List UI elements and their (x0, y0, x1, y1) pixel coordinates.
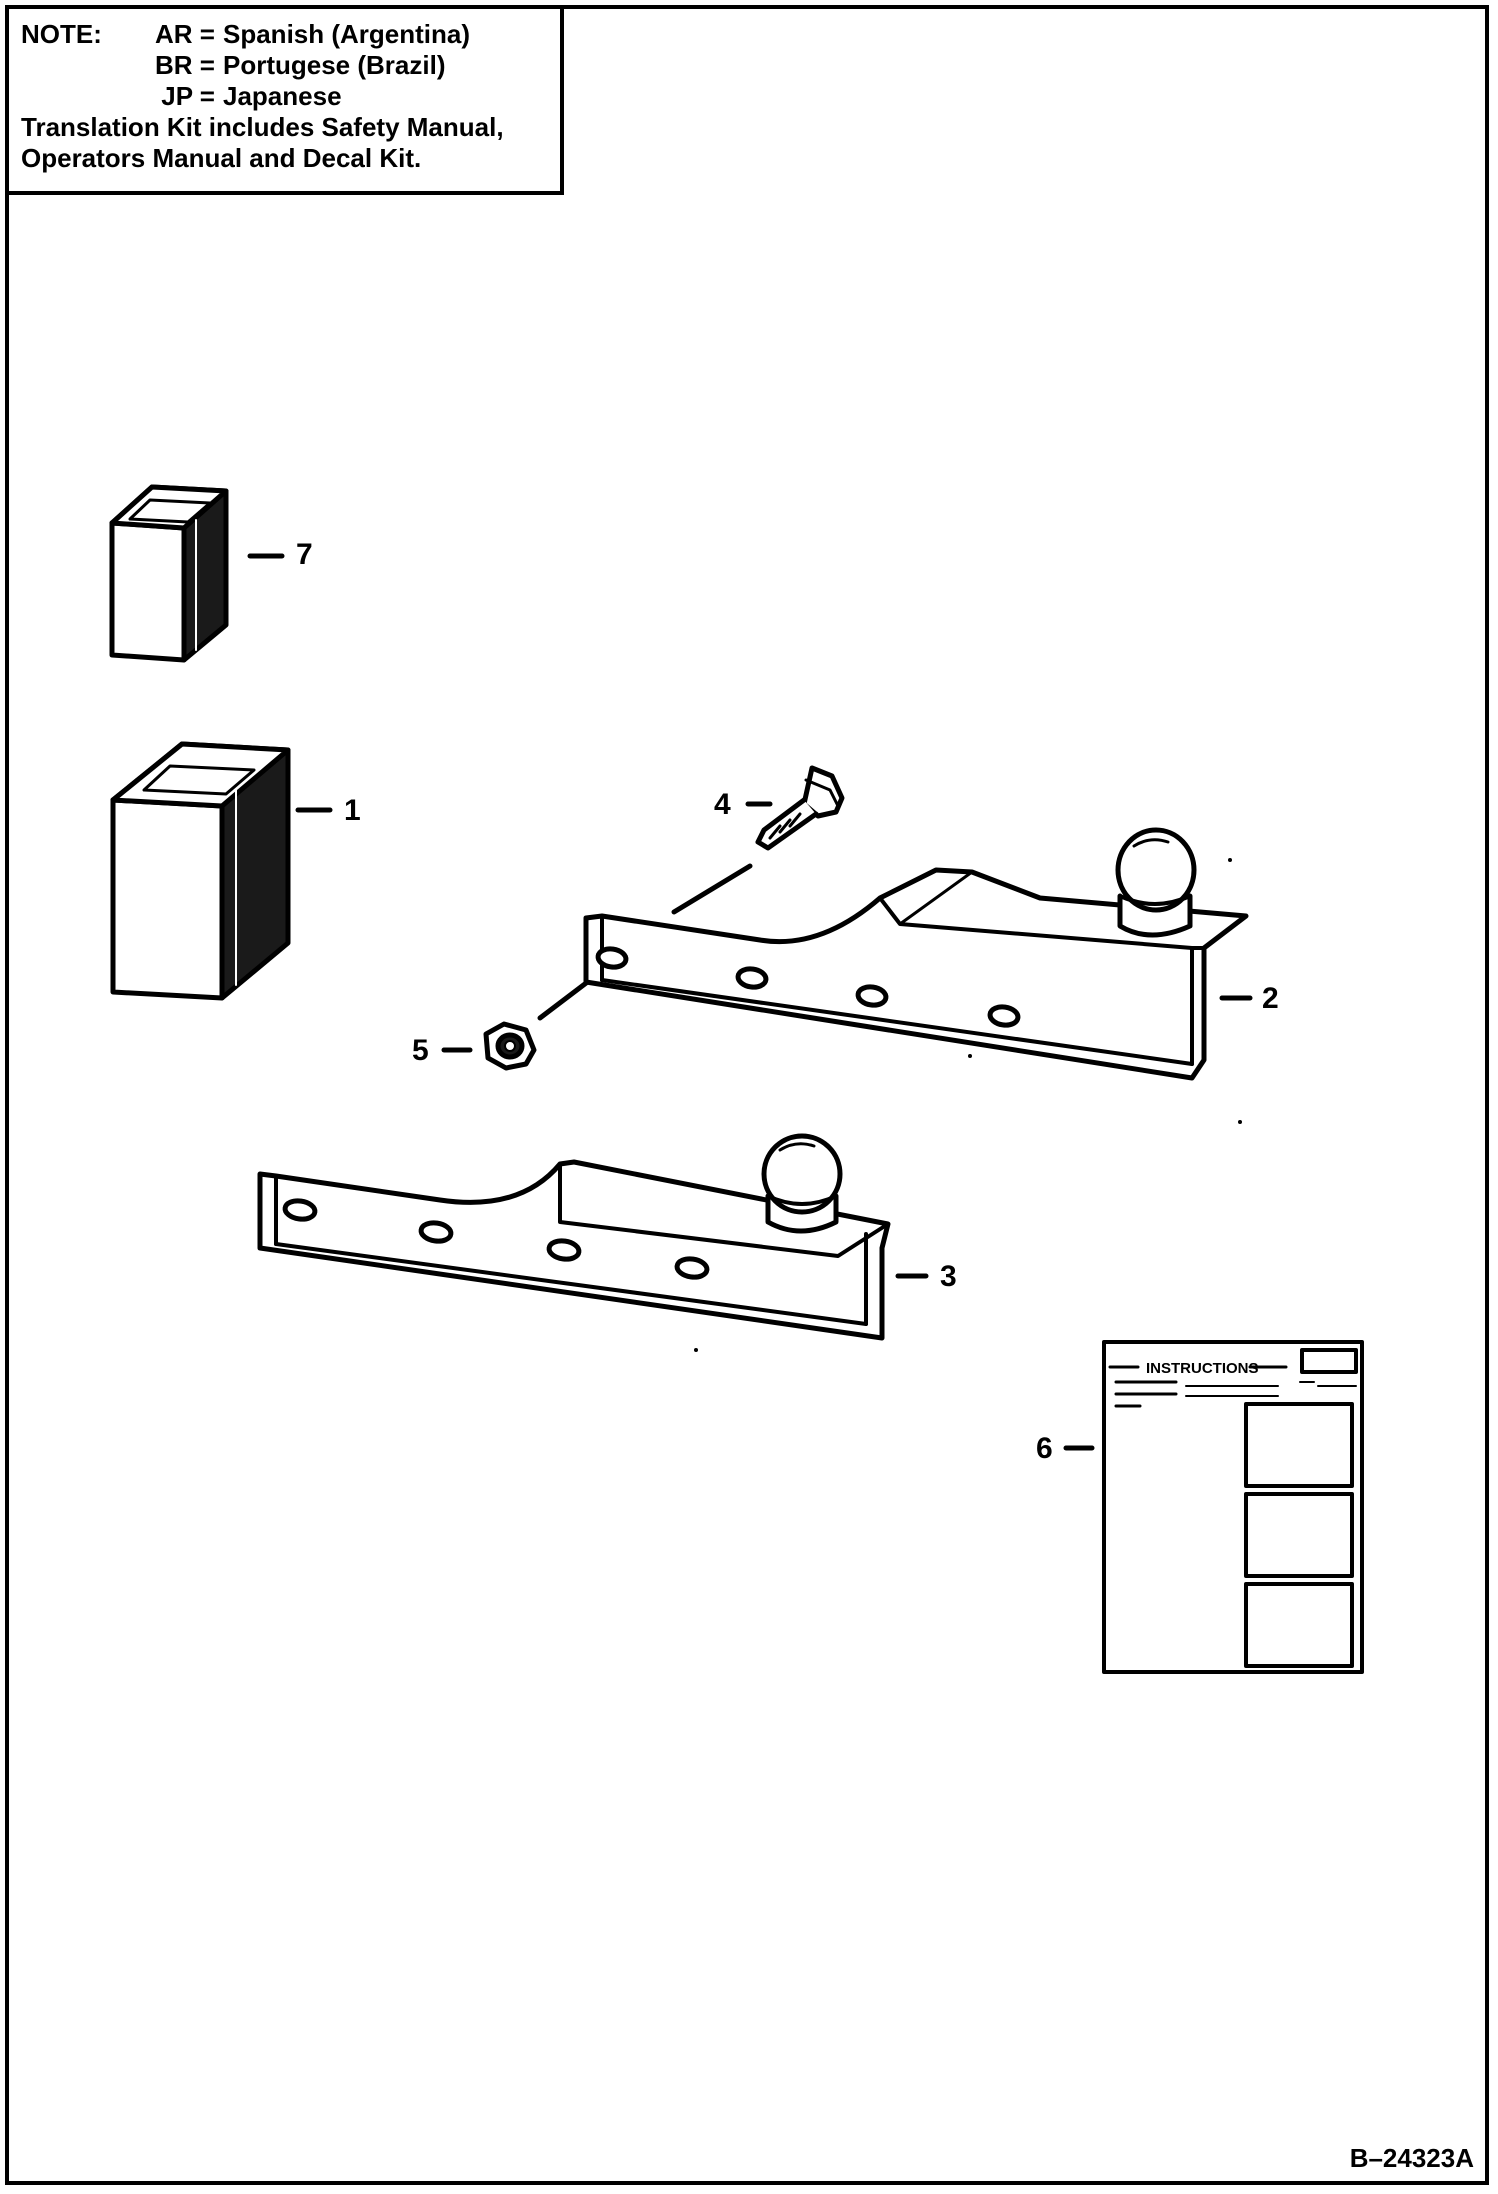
note-line-br: BR = Portugese (Brazil) (21, 50, 560, 81)
instruction-sheet-title: INSTRUCTIONS (1146, 1360, 1259, 1377)
hitch-ball-lower (761, 1133, 843, 1234)
manual-box-small (109, 484, 229, 663)
hitch-ball-upper (1115, 827, 1197, 938)
note-language-ar: Spanish (Argentina) (223, 19, 471, 49)
translation-note-box: NOTE: AR = Spanish (Argentina) BR = Portuge… (5, 5, 564, 195)
callout-7: 7 (296, 538, 313, 571)
note-language-br: Portugese (Brazil) (223, 50, 446, 80)
note-code-br: BR = (155, 50, 215, 80)
note-kit-contents-2: Operators Manual and Decal Kit. (21, 143, 422, 173)
callout-4: 4 (714, 788, 731, 821)
drawing-frame (5, 5, 1489, 2185)
callout-3: 3 (940, 1260, 957, 1293)
hitch-bracket-lower (257, 1133, 891, 1341)
note-line-jp: JP = Japanese (21, 81, 560, 112)
callout-2: 2 (1262, 982, 1279, 1015)
note-kit-contents-1: Translation Kit includes Safety Manual, (21, 112, 504, 142)
manual-box-large (110, 741, 291, 1001)
note-language-jp: Japanese (223, 81, 342, 111)
note-code-ar: AR = (155, 19, 215, 49)
callout-5: 5 (412, 1034, 429, 1067)
callout-6: 6 (1036, 1432, 1053, 1465)
stray-dots (694, 858, 1242, 1352)
note-code-jp: JP = (161, 81, 215, 111)
hitch-bracket-upper (583, 827, 1249, 1081)
callout-1: 1 (344, 794, 361, 827)
bolt (755, 765, 845, 851)
note-label: NOTE: (21, 19, 102, 49)
drawing-number: B–24323A (1349, 2143, 1474, 2173)
bolt-center-line (671, 863, 753, 915)
instruction-sheet (1102, 1340, 1364, 1674)
note-line-ar: NOTE: AR = Spanish (Argentina) (21, 19, 560, 50)
nut (483, 1021, 537, 1071)
